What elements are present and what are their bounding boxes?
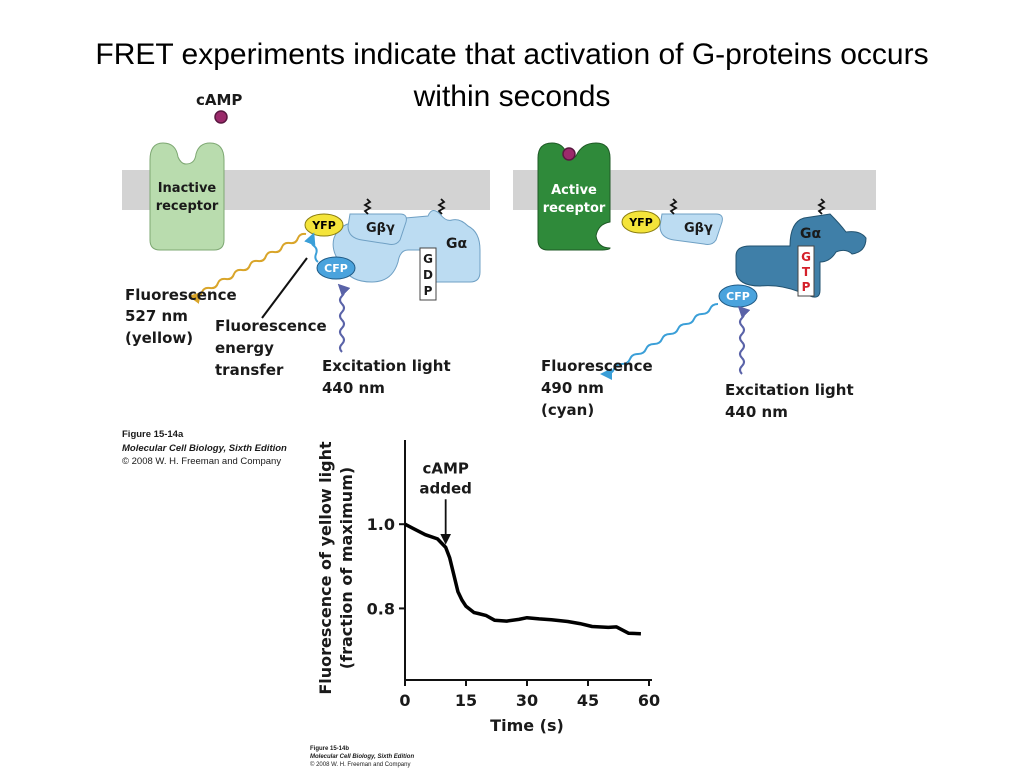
lipid-anchor-3 <box>669 198 678 215</box>
gdp-letter-d: D <box>423 268 433 282</box>
lipid-anchor-1 <box>363 198 372 215</box>
fluorescence-cyan-1: Fluorescence <box>541 357 653 375</box>
fluorescence-yellow-1: Fluorescence <box>125 286 237 304</box>
x-tick-label-15: 15 <box>455 691 477 710</box>
yfp-label-left: YFP <box>311 219 336 232</box>
yfp-label-right: YFP <box>628 216 653 229</box>
title-line-1: FRET experiments indicate that activatio… <box>95 38 929 71</box>
camp-bound <box>562 147 576 161</box>
g-alpha-label-left: Gα <box>446 236 467 252</box>
inactive-receptor-label-1: Inactive <box>158 181 217 196</box>
energy-transfer-pointer <box>261 257 308 319</box>
caption-a-copyright: © 2008 W. H. Freeman and Company <box>122 456 281 467</box>
energy-transfer-2: energy <box>215 339 274 357</box>
x-tick-label-60: 60 <box>638 691 660 710</box>
y-ticks: 1.0 0.8 <box>367 515 405 618</box>
y-axis-label-2: (fraction of maximum) <box>337 467 356 669</box>
excitation-wave-left <box>337 283 351 353</box>
caption-a-figure: Figure 15-14a <box>122 429 184 440</box>
x-ticks: 0 15 30 45 60 <box>399 680 660 710</box>
panel-inactive: cAMP Inactive receptor Gα G D P Gβγ YFP … <box>122 91 490 397</box>
excitation-right-1: Excitation light <box>725 381 854 399</box>
cfp-label-right: CFP <box>726 290 750 303</box>
gdp-box <box>419 247 437 301</box>
fluorescence-yellow-2: 527 nm <box>125 307 188 325</box>
fluorescence-yellow-3: (yellow) <box>125 329 193 347</box>
inactive-receptor <box>149 142 225 251</box>
x-tick-label-0: 0 <box>399 691 410 710</box>
yfp-left <box>304 213 344 237</box>
y-tick-label-1: 0.8 <box>367 599 395 618</box>
active-receptor-label-1: Active <box>551 183 597 198</box>
excitation-left-2: 440 nm <box>322 379 385 397</box>
gtp-letter-t: T <box>802 265 811 279</box>
x-axis-label: Time (s) <box>490 716 564 735</box>
fluorescence-cyan-3: (cyan) <box>541 401 594 419</box>
y-tick-label-0: 1.0 <box>367 515 395 534</box>
inactive-receptor-label-2: receptor <box>156 199 219 214</box>
caption-b: Figure 15-14b Molecular Cell Biology, Si… <box>310 746 414 768</box>
gtp-letter-p: P <box>802 280 811 294</box>
fluorescence-cyan-2: 490 nm <box>541 379 604 397</box>
energy-transfer-3: transfer <box>215 361 284 379</box>
y-axis-label-1: Fluorescence of yellow light <box>316 441 335 695</box>
camp-added-label-2: added <box>419 479 472 497</box>
energy-transfer-1: Fluorescence <box>215 317 327 335</box>
excitation-left-1: Excitation light <box>322 357 451 375</box>
excitation-wave-right <box>737 305 751 375</box>
gdp-letter-p: P <box>424 284 433 298</box>
caption-b-book: Molecular Cell Biology, Sixth Edition <box>310 754 414 760</box>
camp-label: cAMP <box>196 91 242 109</box>
fluorescence-chart: 1.0 0.8 0 15 30 45 60 cAMP added Time (s) Flu… <box>316 440 660 735</box>
g-beta-gamma-label-right: Gβγ <box>684 221 713 236</box>
camp-added-label-1: cAMP <box>422 459 468 477</box>
yellow-fluorescence-wave <box>188 232 307 304</box>
energy-transfer-wave <box>304 232 319 263</box>
caption-b-copyright: © 2008 W. H. Freeman and Company <box>310 761 410 768</box>
series-line <box>404 522 641 636</box>
x-tick-label-45: 45 <box>577 691 599 710</box>
excitation-right-2: 440 nm <box>725 403 788 421</box>
cyan-fluorescence-wave <box>600 303 719 380</box>
gtp-letter-g: G <box>801 250 811 264</box>
x-tick-label-30: 30 <box>516 691 538 710</box>
g-beta-gamma-left <box>347 213 407 245</box>
g-beta-gamma-right <box>659 213 723 245</box>
lipid-anchor-2 <box>437 198 446 215</box>
g-beta-gamma-label-left: Gβγ <box>366 221 395 236</box>
caption-a-book: Molecular Cell Biology, Sixth Edition <box>122 443 287 454</box>
caption-a: Figure 15-14a Molecular Cell Biology, Si… <box>122 429 287 467</box>
page-title: FRET experiments indicate that activatio… <box>0 34 1024 118</box>
panel-active: Active receptor Gβγ YFP Gα G T P CFP Flu… <box>513 142 876 421</box>
yfp-right <box>621 210 661 234</box>
gdp-letter-g: G <box>423 252 433 266</box>
gtp-box <box>797 245 815 297</box>
camp-molecule <box>214 110 228 124</box>
cfp-label-left: CFP <box>324 262 348 275</box>
caption-b-figure: Figure 15-14b <box>310 746 349 752</box>
g-alpha-label-right: Gα <box>800 226 821 242</box>
cfp-left <box>316 256 356 280</box>
active-receptor <box>537 142 611 251</box>
lipid-anchor-4 <box>817 198 826 215</box>
active-receptor-label-2: receptor <box>543 201 606 216</box>
title-line-2: within seconds <box>413 80 611 113</box>
